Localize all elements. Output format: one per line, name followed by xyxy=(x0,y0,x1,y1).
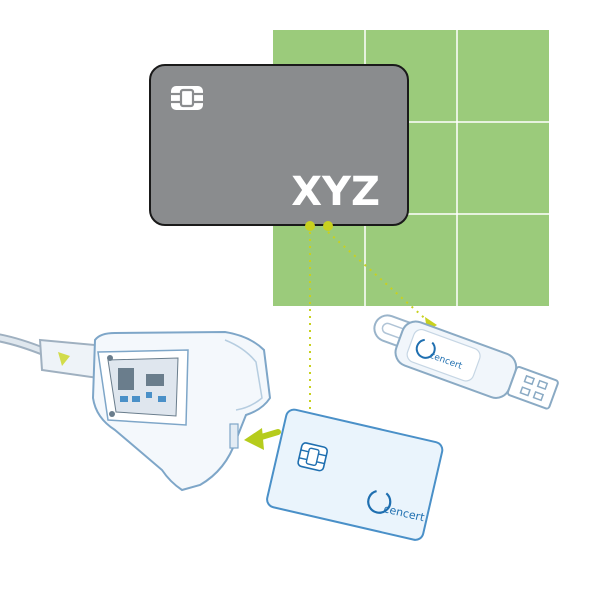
source-card: XYZ xyxy=(149,64,409,226)
connector-dot xyxy=(305,221,315,231)
usb-cable-icon xyxy=(0,333,100,380)
cencert-logo-icon xyxy=(415,338,436,359)
card-label: XYZ xyxy=(291,169,380,215)
usb-token: cencert xyxy=(373,314,559,410)
cencert-logo-icon xyxy=(367,489,392,514)
insert-arrow-icon xyxy=(244,428,281,450)
chip-icon xyxy=(171,86,203,110)
chip-icon xyxy=(297,442,329,472)
card-reader xyxy=(0,330,272,492)
target-smartcard: cencert xyxy=(266,408,444,541)
connector-dot xyxy=(323,221,333,231)
